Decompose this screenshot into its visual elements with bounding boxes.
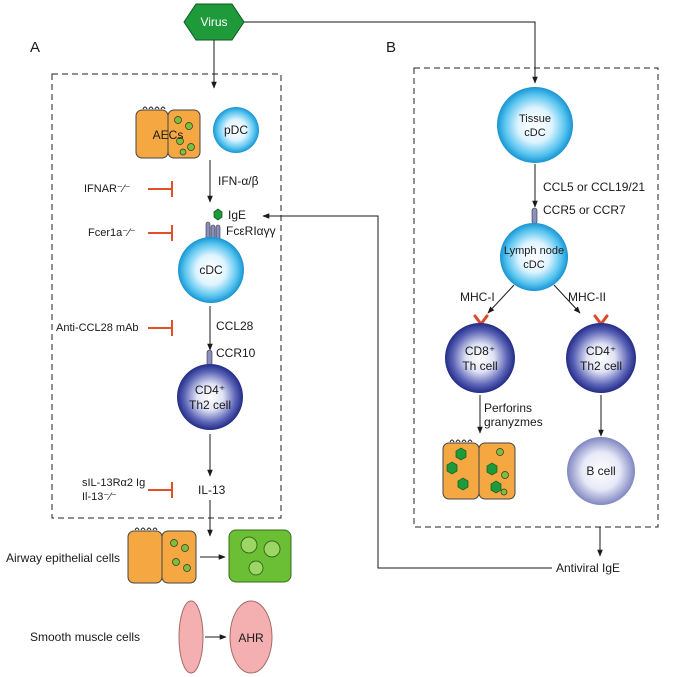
mhc1-label: MHC-I [460, 290, 495, 304]
airway-epithelial-cells [127, 527, 197, 584]
virus-label: Virus [200, 15, 227, 29]
antiviral-ige-label: Antiviral IgE [556, 561, 620, 575]
airway-epithelial-label: Airway epithelial cells [6, 551, 120, 565]
anti-ccl28-label: Anti-CCL28 mAb [56, 322, 139, 334]
cd4-th2-left-label-1: CD4⁺ [195, 383, 225, 397]
cd8-th-cell [445, 323, 515, 393]
cd8-label-1: CD8⁺ [465, 344, 495, 358]
ige-label: IgE [228, 208, 246, 222]
fcer-receptor [205, 221, 221, 242]
antiviral-ige-feedback-arrow [262, 213, 552, 569]
panel-b-label: B [386, 39, 396, 56]
tissue-cdc-label-2: cDC [524, 127, 545, 139]
ifn-label: IFN-α/β [218, 174, 259, 188]
ccl5-label: CCL5 or CCL19/21 [543, 180, 645, 194]
fcer-label: FcεRIαγγ [226, 224, 276, 238]
ccr5-label: CCR5 or CCR7 [543, 203, 626, 217]
virus-node: Virus [183, 3, 245, 41]
tissue-cdc-cell [497, 87, 573, 163]
panel-a-box [51, 73, 282, 519]
ccr5-receptor [531, 207, 538, 225]
smooth-muscle-label: Smooth muscle cells [30, 630, 140, 644]
cd8-label-2: Th cell [462, 359, 497, 373]
lymph-to-cd8-arrow [487, 284, 515, 314]
pdc-cell [213, 107, 259, 153]
ahr-cell [229, 600, 273, 674]
cd4-th2-right-label-1: CD4⁺ [586, 344, 616, 358]
ccr10-label: CCR10 [216, 346, 256, 360]
b-cell [567, 437, 635, 505]
cd4-th2-left-label-2: Th2 cell [189, 398, 231, 412]
aecs-cells [135, 106, 201, 159]
il13-label: IL-13 [198, 483, 226, 497]
cdc-label: cDC [199, 263, 223, 277]
panel-b-box [413, 67, 659, 528]
smooth-muscle-cell [178, 600, 204, 674]
cd4-th2-cell-left [177, 364, 243, 430]
mhc2-label: MHC-II [568, 290, 606, 304]
lymph-to-cd4-arrow [553, 284, 581, 314]
ccl28-label: CCL28 [216, 319, 254, 333]
panel-a-label: A [30, 39, 40, 56]
cdc-cell [178, 237, 244, 303]
sil13-label-1: sIL-13Rα2 Ig [82, 477, 145, 489]
cd4-th2-cell-right [566, 323, 636, 393]
cd4-th2-right-label-2: Th2 cell [580, 359, 622, 373]
ige-icon [213, 208, 223, 221]
virus-to-panel-b-arrow [244, 21, 538, 84]
lymph-node-cdc-cell [500, 223, 568, 291]
pdc-label: pDC [224, 123, 248, 137]
perforins-label-2: granyzmes [484, 415, 543, 429]
ahr-label: AHR [238, 631, 264, 645]
sil13-label-2: Il-13⁻⁄⁻ [82, 491, 117, 503]
perforins-label-1: Perforins [484, 401, 532, 415]
lymph-node-cdc-label-1: Lymph node [504, 245, 564, 257]
ccr10-receptor [206, 349, 213, 367]
infected-aecs [442, 439, 516, 500]
tissue-cdc-label-1: Tissue [519, 113, 551, 125]
ifnar-label: IFNAR⁻⁄⁻ [84, 183, 131, 195]
aecs-label: AECs [153, 128, 184, 142]
hypertrophic-epithelium [228, 529, 292, 583]
fcer-inhibitor-label: Fcer1a⁻⁄⁻ [88, 227, 136, 239]
lymph-node-cdc-label-2: cDC [523, 259, 544, 271]
b-cell-label: B cell [586, 464, 615, 478]
